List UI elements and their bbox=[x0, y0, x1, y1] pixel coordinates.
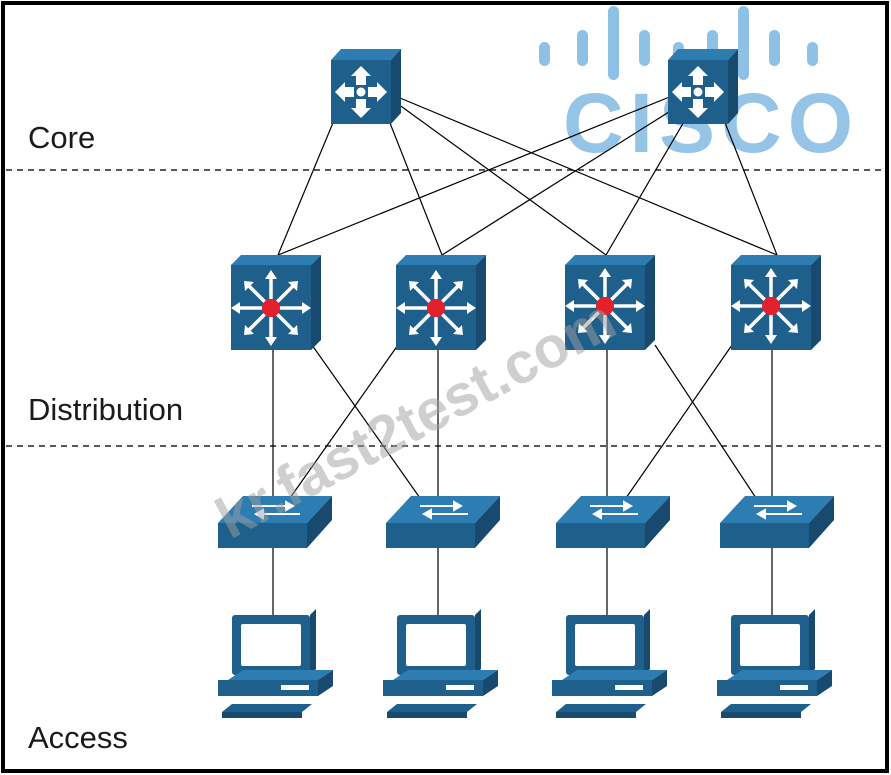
access-switch-4 bbox=[720, 496, 834, 548]
workstation-2 bbox=[383, 609, 498, 718]
distribution-switch-4 bbox=[729, 255, 821, 350]
core-layer-label: Core bbox=[28, 120, 95, 155]
access-switch-3 bbox=[556, 496, 670, 548]
distribution-layer-label: Distribution bbox=[28, 392, 183, 427]
cisco-logo bbox=[539, 6, 818, 80]
access-switch-1 bbox=[218, 496, 332, 548]
distribution-switch-1 bbox=[229, 255, 321, 350]
access-workstation-links bbox=[272, 548, 773, 615]
distribution-access-links bbox=[272, 344, 773, 499]
core-switch-1 bbox=[331, 49, 401, 124]
access-layer-label: Access bbox=[28, 720, 128, 755]
core-switch-2 bbox=[668, 49, 738, 124]
workstation-3 bbox=[552, 609, 667, 718]
access-switch-2 bbox=[386, 496, 500, 548]
distribution-switch-3 bbox=[563, 255, 655, 350]
distribution-switch-2 bbox=[394, 255, 486, 350]
core-distribution-links bbox=[277, 95, 778, 256]
workstation-1 bbox=[218, 609, 333, 718]
workstation-4 bbox=[717, 609, 832, 718]
